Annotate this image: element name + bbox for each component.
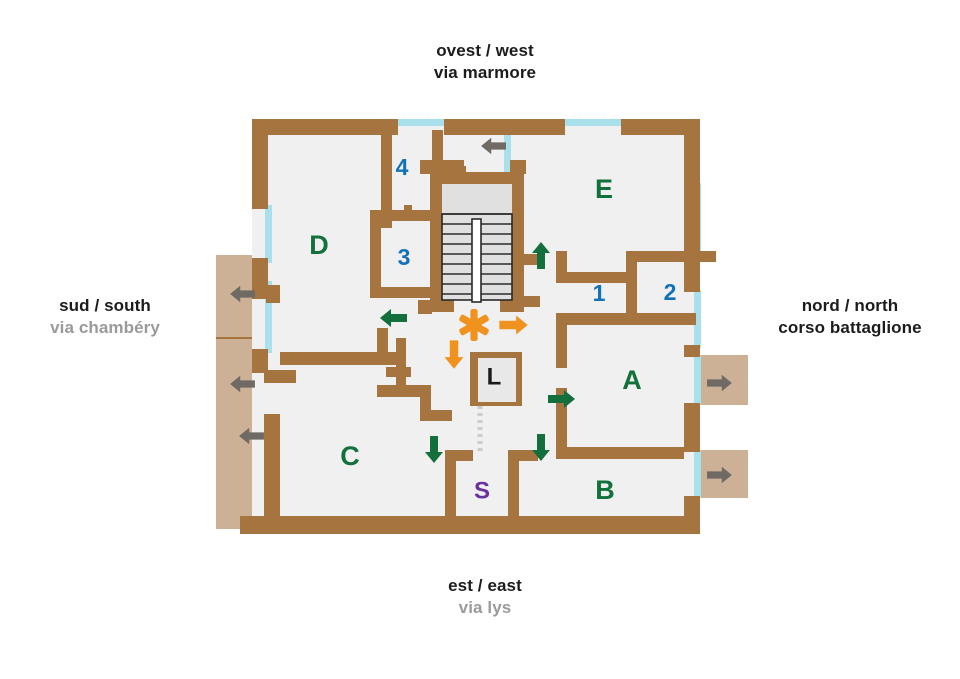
wall-lift-left <box>470 352 480 406</box>
wall-bottom <box>240 516 700 534</box>
wall-stair-right <box>512 172 524 312</box>
wall-s-top-right <box>508 450 538 461</box>
window-right-2 <box>694 290 701 348</box>
wall-a-top <box>556 313 696 325</box>
room-label-D: D <box>309 230 329 260</box>
window-right-4 <box>694 450 701 498</box>
stair-handrail <box>471 218 482 303</box>
cardinal-label-east: est / east via lys <box>390 575 580 619</box>
wall-3-bottom <box>370 287 445 298</box>
wall-s-top-left <box>445 450 473 461</box>
wall-stair-nub-bl <box>418 300 432 314</box>
interior-walls <box>280 128 716 520</box>
room-label-3: 3 <box>398 244 411 270</box>
cardinal-west-line2: via marmore <box>433 62 537 82</box>
orange-asterisk-icon <box>459 309 489 341</box>
cardinal-east-line1: est / east <box>448 576 522 595</box>
wall-top-c <box>505 119 565 135</box>
wall-stair-nub-br <box>522 296 540 307</box>
wall-3-top <box>370 210 456 221</box>
window-entry <box>504 126 511 172</box>
wall-right-d <box>684 403 700 452</box>
cardinal-label-west: ovest / west via marmore <box>355 40 615 84</box>
exterior-walls <box>240 119 700 534</box>
room-label-1: 1 <box>593 280 606 306</box>
wall-stair-left <box>430 172 442 312</box>
wall-left-b <box>252 258 268 285</box>
wall-stair-bot-right <box>500 300 524 312</box>
cardinal-north-line2: corso battaglione <box>778 317 922 337</box>
wall-top-a <box>252 119 398 135</box>
wall-c-north-b <box>370 352 396 365</box>
stairwell <box>441 184 513 303</box>
wall-c-step-4 <box>420 410 452 421</box>
wall-c-north-a <box>280 352 390 365</box>
wall-stair-top <box>430 172 524 184</box>
lift-interior <box>478 358 516 402</box>
wall-c-s <box>445 450 456 520</box>
cardinal-west-line1: ovest / west <box>436 41 534 60</box>
cardinal-south-line1: sud / south <box>59 296 151 315</box>
room-label-S: S <box>474 477 490 504</box>
window-right-3 <box>694 355 701 405</box>
wall-s-b <box>508 450 519 520</box>
wall-4-right-upper <box>432 130 443 166</box>
wall-stair-nub-mr <box>522 254 540 265</box>
window-top-1 <box>397 119 445 126</box>
cardinal-north-line1: nord / north <box>801 296 899 315</box>
room-label-4: 4 <box>396 154 409 180</box>
wall-c-step-1 <box>377 328 388 358</box>
wall-stair-nub-tr <box>510 160 526 174</box>
wall-hall-horiz <box>386 367 411 377</box>
wall-left-d <box>264 414 280 532</box>
wall-top-d <box>621 119 700 135</box>
wall-e-bottom-step <box>556 251 567 281</box>
wall-left-jog-3 <box>264 370 296 383</box>
wall-a-left-upper <box>556 318 567 368</box>
wall-right-c <box>684 345 700 357</box>
wall-d4-vert <box>381 128 392 228</box>
window-left-1 <box>265 205 272 263</box>
wall-e-bottom-a <box>556 272 636 283</box>
lift-car <box>478 358 516 402</box>
cardinal-label-north: nord / north corso battaglione <box>750 295 950 339</box>
wall-left-a <box>252 119 268 209</box>
window-left-2 <box>265 281 272 353</box>
wall-top-b <box>444 119 506 135</box>
window-top-2 <box>564 119 622 126</box>
wall-a-left-lower <box>556 388 567 448</box>
cardinal-south-line2: via chambéry <box>50 317 160 337</box>
wall-c-step-2 <box>377 385 431 397</box>
wall-c-step-3 <box>420 385 431 417</box>
cardinal-east-line2: via lys <box>458 597 512 617</box>
wall-stair-nub-tl <box>420 160 434 174</box>
wall-left-c <box>252 349 268 373</box>
room-label-A: A <box>622 365 642 395</box>
room-label-L: L <box>487 363 502 390</box>
wall-e-bottom-b <box>626 251 716 262</box>
wall-stair-bot-left <box>430 300 454 312</box>
wall-lift-right <box>512 352 522 406</box>
wall-e-right <box>684 185 700 251</box>
cardinal-label-south: sud / south via chambéry <box>10 295 200 339</box>
orange-marker-group <box>444 309 528 369</box>
room-label-E: E <box>595 174 613 204</box>
wall-hall-vert <box>396 338 406 388</box>
wall-3-left <box>370 210 381 298</box>
wall-right-a <box>684 119 700 185</box>
room-label-group: D E A B C 1 2 3 4 L S <box>309 154 676 505</box>
wall-3-nub <box>404 205 412 213</box>
wall-a-b <box>556 447 684 459</box>
room-label-2: 2 <box>664 279 677 305</box>
wall-left-jog-2 <box>266 285 280 303</box>
room-label-C: C <box>340 441 360 471</box>
room-label-B: B <box>595 475 615 505</box>
wall-lift-top <box>470 352 522 362</box>
wall-12-divider <box>626 251 637 313</box>
